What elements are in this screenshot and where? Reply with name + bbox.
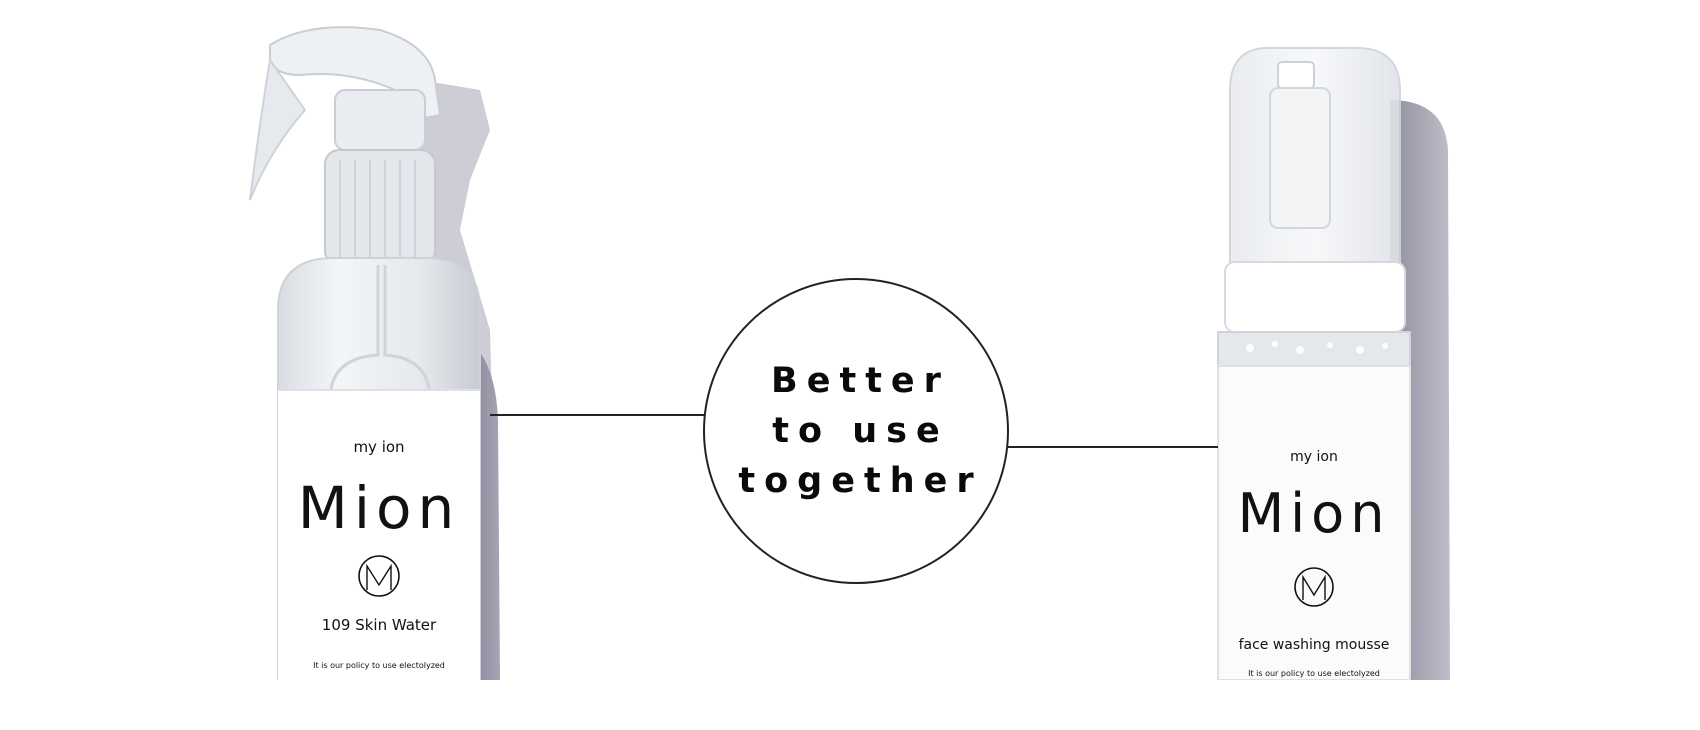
badge-line-3: together [738,461,983,501]
product-name-text: face washing mousse [1239,637,1390,653]
badge-line-2: to use [772,411,949,451]
skin-water-bottle-image: my ion Mion 109 Skin Water It is our pol… [249,26,500,680]
brand-logo-icon [358,555,400,597]
better-together-badge: Better to use together [703,278,1009,584]
product-name-text: 109 Skin Water [322,616,437,634]
connector-line-right [1004,446,1218,448]
brand-small-text: my ion [353,438,404,456]
face-mousse-bottle-image: my ion Mion face washing mousse It is ou… [1217,47,1450,680]
brand-small-text: my ion [1290,449,1338,465]
brand-name-text: Mion [298,474,460,542]
badge-line-1: Better [771,361,950,401]
brand-name-text: Mion [1238,482,1391,545]
connector-line-left [490,414,704,416]
brand-logo-icon [1294,567,1334,607]
fine-print-text: It is our policy to use electolyzed [313,661,445,670]
fine-print-text: It is our policy to use electolyzed [1248,669,1380,678]
